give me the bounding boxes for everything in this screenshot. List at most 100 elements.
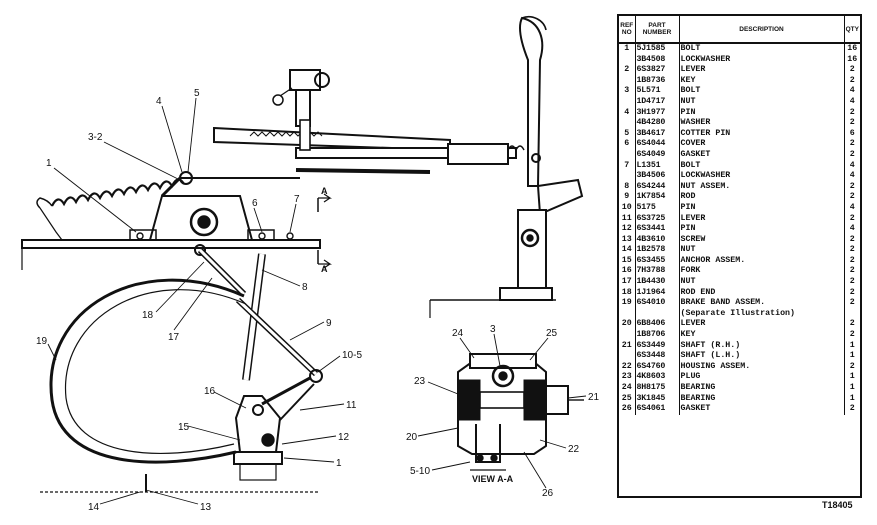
- parts-table-header: REF NO PART NUMBER DESCRIPTION QTY: [619, 16, 860, 44]
- part-number-cell: 3B4617: [635, 128, 680, 140]
- part-number-cell: 5L571: [635, 86, 680, 97]
- part-number-cell: 6S3448: [635, 351, 680, 362]
- description-cell: WASHER: [679, 118, 845, 129]
- qty-cell: 2: [849, 277, 855, 287]
- ref-cell: 4: [619, 107, 636, 119]
- qty-cell: 1: [849, 351, 855, 361]
- qty-cell: 2: [849, 255, 855, 265]
- callout-17: 17: [168, 332, 180, 343]
- ref-cell: 24: [619, 383, 636, 394]
- part-number-cell: 1B8736: [635, 75, 680, 87]
- part-number-cell: 1B8706: [635, 330, 680, 341]
- header-qty: QTY: [844, 16, 860, 44]
- qty-cell: 2: [849, 65, 855, 75]
- callout-24: 24: [452, 328, 464, 339]
- part-number-cell: 6S4044: [635, 139, 680, 150]
- callout-3: 3: [490, 324, 496, 335]
- qty-cell: 2: [849, 266, 855, 276]
- part-number-cell: 5175: [635, 202, 680, 214]
- qty-cell: 2: [849, 330, 855, 340]
- part-number-cell: 5J1585: [635, 43, 680, 55]
- ref-cell: 7: [619, 160, 636, 172]
- qty-cell: 1: [849, 393, 855, 403]
- qty-cell: 2: [849, 139, 855, 149]
- part-number-cell: 6S3725: [635, 213, 680, 225]
- qty-cell: 1: [849, 340, 855, 350]
- part-number-cell: L1351: [635, 160, 680, 172]
- qty-cell: 2: [849, 298, 855, 308]
- description-cell: ANCHOR ASSEM.: [679, 255, 845, 267]
- ref-cell: 19: [619, 298, 636, 309]
- qty-cell: 1: [849, 383, 855, 392]
- part-number-cell: 6S4061: [635, 404, 680, 415]
- ref-cell: [619, 330, 636, 341]
- ref-cell: 17: [619, 277, 636, 288]
- part-number-cell: 4B4280: [635, 118, 680, 129]
- callout-1: 1: [46, 158, 52, 169]
- qty-cell: 2: [849, 181, 855, 191]
- part-number-cell: 6S3827: [635, 65, 680, 76]
- part-number-cell: 1J1964: [635, 287, 680, 299]
- description-cell: LEVER: [679, 319, 845, 331]
- part-number-cell: 4B3610: [635, 234, 680, 246]
- ref-cell: 1: [619, 43, 636, 55]
- description-cell: ROD END: [679, 287, 845, 299]
- description-cell: BOLT: [679, 43, 845, 55]
- description-cell: SCREW: [679, 234, 845, 246]
- description-cell: NUT: [679, 277, 845, 288]
- callout-19: 19: [36, 336, 48, 347]
- part-number-cell: 1B2578: [635, 245, 680, 256]
- ref-cell: [619, 171, 636, 182]
- header-ref-no: REF NO: [619, 16, 636, 44]
- callout-5: 5: [194, 88, 200, 99]
- ref-cell: 25: [619, 393, 636, 405]
- callout-a-bottom: A: [321, 264, 328, 274]
- callout-25: 25: [546, 328, 558, 339]
- qty-cell: 2: [849, 319, 855, 329]
- ref-cell: 2: [619, 65, 636, 76]
- qty-cell: 2: [849, 149, 855, 159]
- description-cell: NUT: [679, 245, 845, 256]
- description-cell: PIN: [679, 224, 845, 235]
- qty-cell: 2: [849, 361, 855, 371]
- callout-9: 9: [326, 318, 332, 329]
- callout-1-lower: 1: [336, 458, 342, 469]
- ref-cell: [619, 351, 636, 362]
- ref-cell: 12: [619, 224, 636, 235]
- part-number-cell: 3H1977: [635, 107, 680, 119]
- qty-cell: 2: [849, 118, 855, 128]
- description-cell: NUT: [679, 96, 845, 108]
- part-number-cell: 6S3449: [635, 340, 680, 352]
- description-cell: BEARING: [679, 393, 845, 405]
- ref-cell: 3: [619, 86, 636, 97]
- qty-cell: 2: [849, 213, 855, 223]
- ref-cell: 15: [619, 255, 636, 267]
- part-number-cell: 6S3455: [635, 255, 680, 267]
- qty-cell: 1: [849, 372, 855, 382]
- callout-10-5: 10-5: [342, 350, 362, 361]
- qty-cell: 4: [849, 171, 855, 181]
- description-cell: GASKET: [679, 404, 845, 415]
- ref-cell: 20: [619, 319, 636, 331]
- ref-cell: 16: [619, 266, 636, 278]
- description-cell: PIN: [679, 202, 845, 214]
